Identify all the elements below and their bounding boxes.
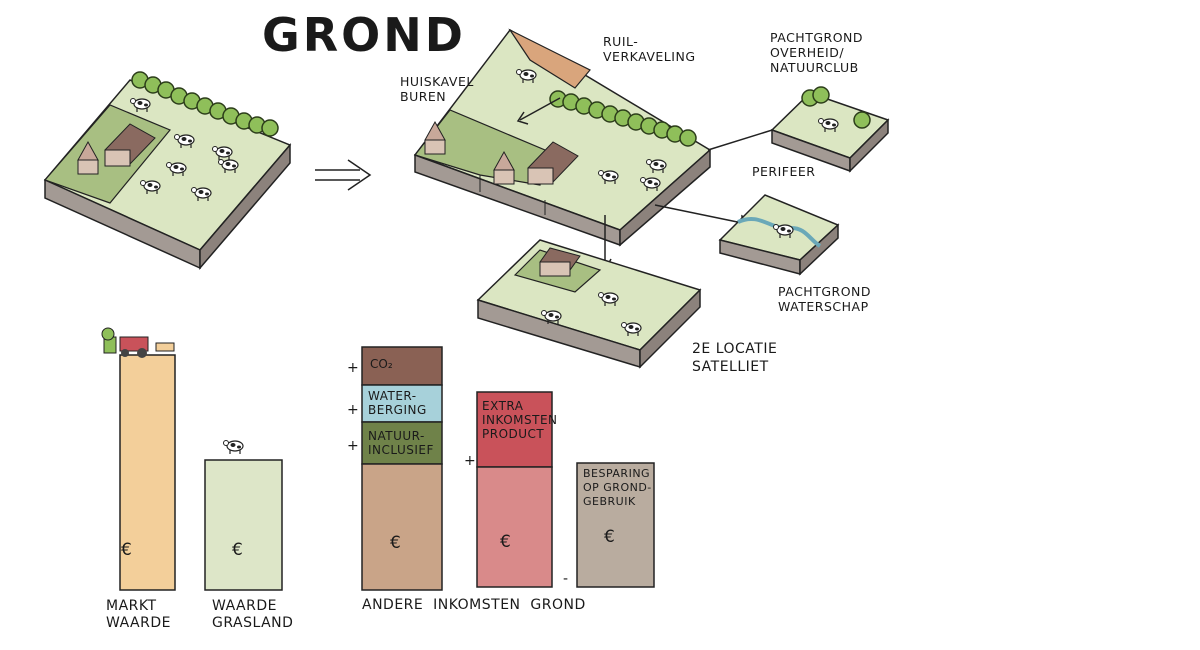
plus-co2: + bbox=[347, 360, 359, 376]
label-pachtgrond-overheid: PACHTGROND OVERHEID/ NATUURCLUB bbox=[770, 30, 864, 75]
bar-andere-inkomsten bbox=[361, 346, 443, 591]
euro-marktwaarde: € bbox=[121, 540, 132, 560]
plus-extra: + bbox=[464, 453, 476, 469]
label-pachtgrond-waterschap: PACHTGROND WATERSCHAP bbox=[778, 284, 872, 314]
page-title: GROND bbox=[262, 8, 466, 62]
segment-waterberging: WATER- BERGING bbox=[368, 389, 427, 417]
plot-waterschap bbox=[718, 194, 840, 276]
label-tweede-locatie: 2e LOCATIE SATELLIET bbox=[692, 341, 778, 375]
farm-left bbox=[43, 71, 292, 271]
label-grasland: WAARDE GRASLAND bbox=[212, 598, 294, 631]
segment-besparing: BESPARING OP GROND- GEBRUIK bbox=[583, 467, 652, 508]
label-andere-inkomsten: ANDERE INKOMSTEN GROND bbox=[362, 597, 586, 613]
euro-extra: € bbox=[500, 532, 511, 552]
euro-andere: € bbox=[390, 533, 401, 553]
label-ruilverkaveling: RUIL- VERKAVELING bbox=[603, 34, 696, 64]
plot-overheid bbox=[770, 86, 890, 173]
plus-water: + bbox=[347, 402, 359, 418]
farm-center bbox=[413, 28, 712, 247]
bar-besparing bbox=[576, 462, 655, 588]
minus-besparing: - bbox=[563, 571, 569, 587]
segment-co2: CO₂ bbox=[370, 357, 393, 371]
euro-besparing: € bbox=[604, 527, 615, 547]
bar-marktwaarde bbox=[101, 327, 176, 591]
euro-grasland: € bbox=[232, 540, 243, 560]
label-perifeer: PERIFEER bbox=[752, 164, 816, 179]
segment-natuurinclusief: NATUUR- INCLUSIEF bbox=[368, 429, 434, 457]
bar-extra-inkomsten bbox=[476, 391, 553, 588]
segment-extra-inkomsten: EXTRA INKOMSTEN PRODUCT bbox=[482, 399, 558, 441]
plot-satelliet bbox=[476, 239, 702, 369]
bar-grasland bbox=[204, 439, 283, 591]
label-huiskavel: HUISKAVEL BUREN bbox=[400, 74, 474, 104]
label-marktwaarde: MARKT WAARDE bbox=[106, 598, 171, 631]
transition-arrow bbox=[315, 159, 372, 191]
plus-natuur: + bbox=[347, 438, 359, 454]
